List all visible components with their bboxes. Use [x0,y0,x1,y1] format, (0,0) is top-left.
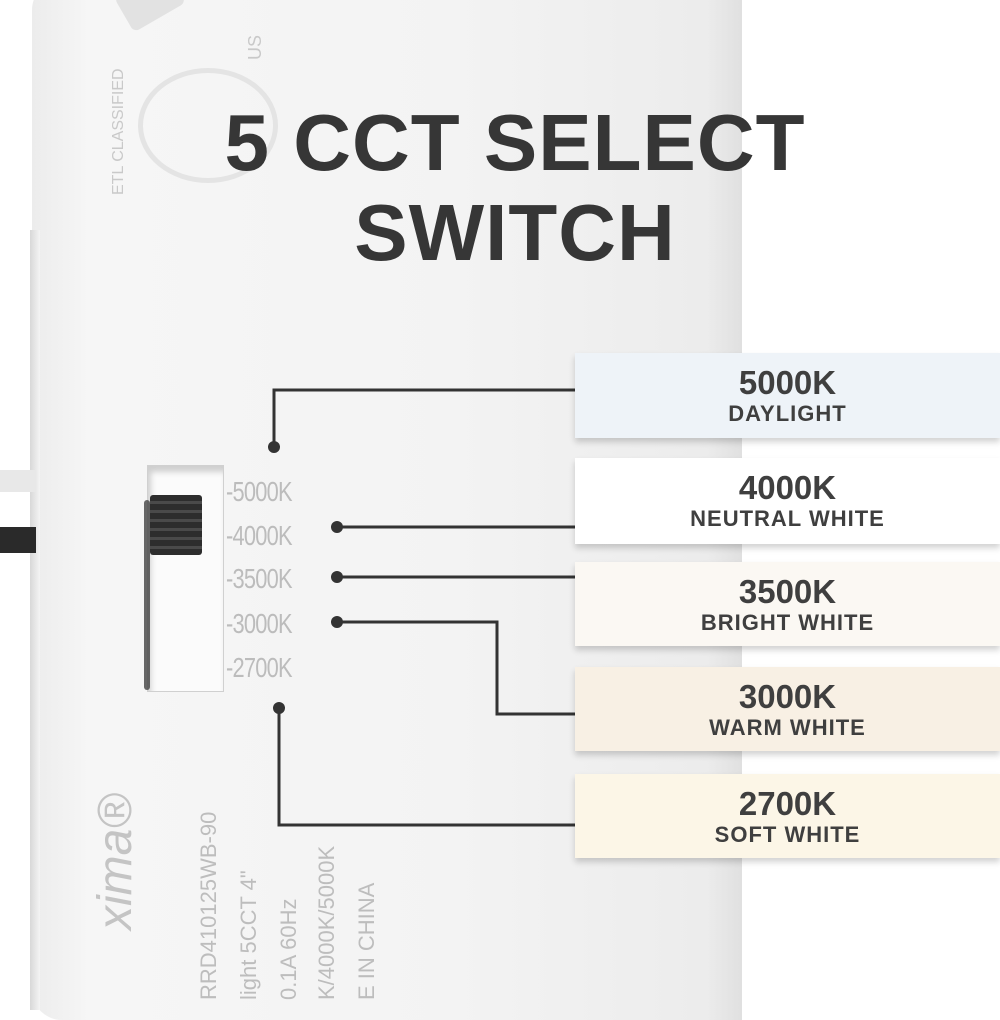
option-5000k: 5000K DAYLIGHT [575,353,1000,438]
option-temp: 4000K [738,469,837,506]
option-name: DAYLIGHT [728,401,847,426]
option-temp: 3000K [738,678,837,715]
option-temp: 5000K [738,364,837,401]
dot-4000k [331,521,343,533]
etl-logo [138,68,278,183]
connector-3000k [337,620,575,716]
option-temp: 3500K [738,573,837,610]
black-wire [0,527,36,553]
connector-5000k [272,388,575,447]
option-3000k: 3000K WARM WHITE [575,667,1000,751]
switch-label-3500k: -3500K [226,563,293,594]
switch-track [144,500,150,690]
switch-label-4000k: -4000K [226,520,293,551]
driver-box-edge [30,230,40,1010]
switch-label-3000k: -3000K [226,608,293,639]
option-name: BRIGHT WHITE [700,610,875,635]
cct-switch-knob[interactable] [150,495,202,555]
option-3500k: 3500K BRIGHT WHITE [575,562,1000,646]
dot-2700k [273,702,285,714]
option-name: WARM WHITE [709,715,866,740]
switch-label-2700k: -2700K [226,652,293,683]
switch-label-5000k: -5000K [226,476,293,507]
option-temp: 2700K [738,785,837,822]
option-4000k: 4000K NEUTRAL WHITE [575,458,1000,544]
white-wire [0,470,36,492]
dot-3500k [331,571,343,583]
option-name: SOFT WHITE [714,822,861,847]
connector-2700k [277,708,575,827]
option-name: NEUTRAL WHITE [690,506,885,531]
dot-3000k [331,616,343,628]
title-line-2: SWITCH [354,188,676,277]
dot-5000k [268,441,280,453]
option-2700k: 2700K SOFT WHITE [575,774,1000,858]
title-line-1: 5 CCT SELECT [224,98,806,187]
